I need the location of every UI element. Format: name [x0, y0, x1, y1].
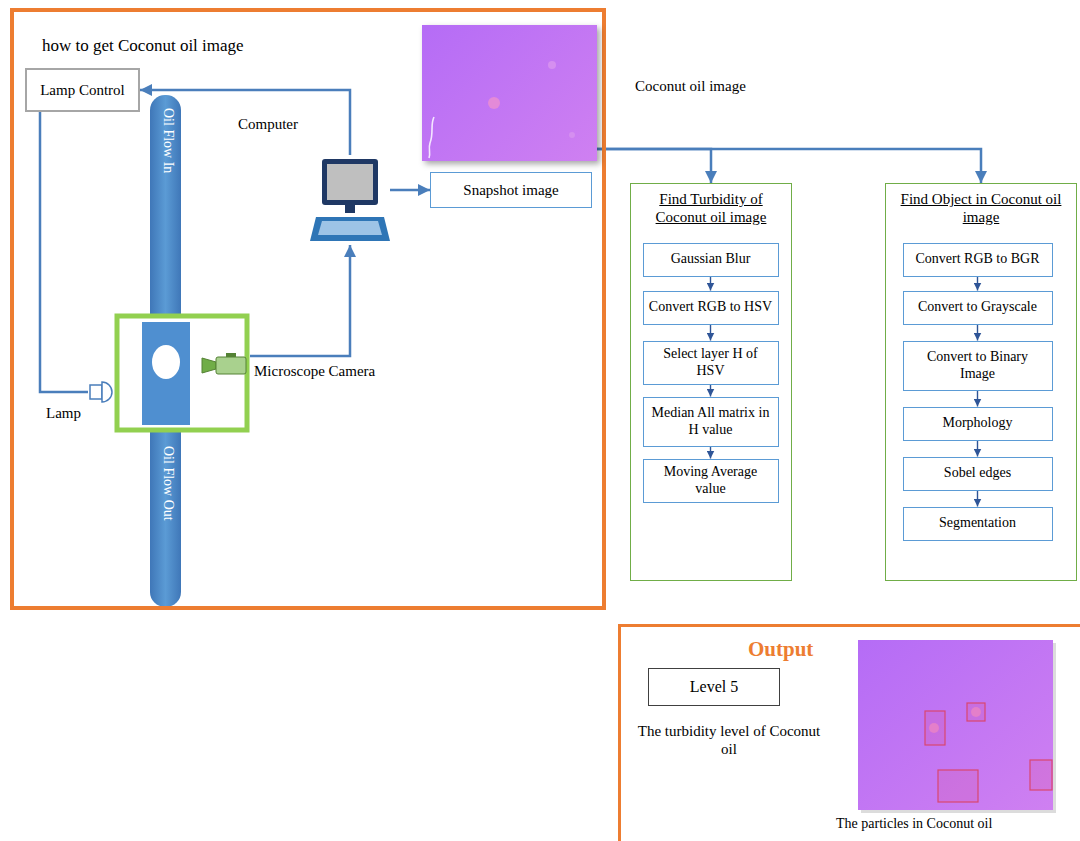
lamp-graphic	[88, 378, 116, 406]
node-label: Lamp	[46, 404, 81, 422]
process-box: Gaussian Blur	[643, 243, 779, 277]
box-text: Sobel edges	[944, 465, 1011, 482]
sample-cell	[117, 316, 247, 430]
snapshot-box: Snapshot image	[430, 172, 592, 208]
process-box: Moving Average value	[643, 459, 779, 503]
box-text: Convert RGB to BGR	[915, 251, 1039, 268]
node-label: how to get Coconut oil image	[42, 36, 244, 56]
text-holder: Morphology	[938, 415, 1018, 432]
box-text: Lamp Control	[40, 81, 125, 99]
process-box: Segmentation	[903, 507, 1053, 541]
lamp-icon: Lamp	[88, 378, 116, 406]
text-holder: Lamp Control	[35, 81, 130, 99]
box-text: Segmentation	[939, 515, 1016, 532]
text-holder: Convert RGB to BGR	[910, 251, 1044, 268]
node-label: Microscope Camera	[254, 362, 375, 380]
box-text: Moving Average value	[649, 464, 773, 498]
text-holder: Find Object in Coconut oil image	[890, 190, 1072, 226]
group-title: Find Object in Coconut oil image	[890, 190, 1072, 226]
flow-arrow	[250, 245, 350, 356]
text-holder: Convert to Grayscale	[913, 299, 1042, 316]
box-text: Level 5	[690, 677, 738, 696]
node-label: Coconut oil image	[635, 77, 746, 95]
flow-arrow	[597, 149, 711, 183]
flow-label: Oil Flow In	[159, 108, 176, 173]
text-holder: Gaussian Blur	[666, 251, 756, 268]
flow-label: Oil Flow Out	[159, 446, 176, 521]
box-text: Gaussian Blur	[671, 251, 751, 268]
process-box: Convert RGB to BGR	[903, 243, 1053, 277]
camera-graphic	[200, 352, 250, 378]
step-arrow	[977, 277, 978, 291]
text-holder: Sobel edges	[939, 465, 1016, 482]
box-text: Median All matrix in H value	[649, 405, 773, 439]
output-caption: The particles in Coconut oil	[836, 816, 992, 833]
process-box: Convert RGB to HSV	[643, 291, 779, 325]
step-arrow	[710, 385, 711, 397]
process-box: Sobel edges	[903, 457, 1053, 491]
control-box: Lamp Control	[25, 68, 140, 112]
computer-icon: Computer	[310, 155, 390, 245]
text-holder: Convert to Binary Image	[904, 349, 1052, 383]
image-graphic	[422, 25, 597, 161]
step-arrow	[710, 277, 711, 291]
text-holder: Convert RGB to HSV	[644, 299, 777, 316]
process-box: Convert to Binary Image	[903, 341, 1053, 391]
text-holder: Level 5	[685, 677, 743, 696]
step-arrow	[977, 391, 978, 407]
oil-image: Coconut oil image	[422, 25, 597, 161]
text-holder: Select layer H of HSV	[644, 346, 778, 380]
box-text: Convert RGB to HSV	[649, 299, 772, 316]
text-holder: Segmentation	[934, 515, 1021, 532]
text-holder: Snapshot image	[458, 181, 563, 199]
text-holder: Find Turbidity of Coconut oil image	[635, 190, 787, 226]
output-caption: The turbidity level of Coconut oil	[636, 722, 822, 758]
step-arrow	[977, 325, 978, 341]
output-image	[858, 640, 1056, 813]
process-box: Convert to Grayscale	[903, 291, 1053, 325]
process-group: Find Turbidity of Coconut oil imageGauss…	[630, 183, 792, 581]
step-arrow	[710, 325, 711, 341]
step-arrow	[710, 447, 711, 459]
step-arrow	[977, 491, 978, 507]
step-arrow	[977, 441, 978, 457]
box-text: Select layer H of HSV	[649, 346, 773, 380]
box-text: Convert to Binary Image	[909, 349, 1047, 383]
process-box: Morphology	[903, 407, 1053, 441]
computer-graphic	[310, 155, 390, 245]
flow-arrow	[597, 149, 981, 183]
box-text: Morphology	[943, 415, 1013, 432]
process-box: Select layer H of HSV	[643, 341, 779, 385]
flow-arrow	[390, 189, 430, 192]
section-frame: how to get Coconut oil imageLamp Control…	[10, 8, 606, 610]
text-holder: Median All matrix in H value	[644, 405, 778, 439]
node-label: Output	[748, 637, 813, 662]
flow-arrow	[40, 112, 88, 392]
process-box: Median All matrix in H value	[643, 397, 779, 447]
group-title: Find Turbidity of Coconut oil image	[635, 190, 787, 226]
box-text: Snapshot image	[463, 181, 558, 199]
process-group: Find Object in Coconut oil imageConvert …	[885, 183, 1077, 581]
node-label: Computer	[238, 115, 298, 133]
box-text: Convert to Grayscale	[918, 299, 1037, 316]
camera-icon: Microscope Camera	[200, 352, 250, 378]
result-box: Level 5	[648, 668, 780, 706]
text-holder: Moving Average value	[644, 464, 778, 498]
